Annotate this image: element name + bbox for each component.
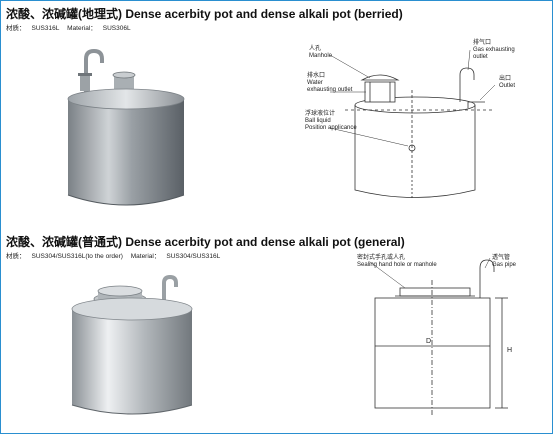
sealing-manhole-en: Sealing hand hole or manhole — [357, 262, 437, 268]
callout-ball-level: 浮球液位计 Ball liquid Position applicance — [305, 111, 357, 132]
gas-en-1: Gas exhausting — [473, 47, 515, 53]
gas-cn: 排气口 — [473, 40, 492, 46]
callout-gas-pipe: 透气管 Gas pipe — [492, 255, 516, 269]
callout-manhole: 人孔 Manhole — [309, 46, 332, 60]
gas-pipe-cn: 透气管 — [492, 255, 511, 261]
material-label: 材质： — [6, 25, 26, 32]
material-en-label: Material： — [130, 253, 161, 260]
water-cn: 排水口 — [307, 73, 326, 79]
callout-outlet: 出口 Outlet — [499, 76, 515, 90]
material-value: SUS304/SUS316L(to the order) — [31, 253, 123, 260]
dimension-d: D — [426, 338, 432, 345]
outlet-cn: 出口 — [499, 76, 512, 82]
water-en-1: Water — [307, 80, 323, 86]
ball-en-2: Position applicance — [305, 125, 357, 131]
manhole-cn: 人孔 — [309, 46, 322, 52]
water-en-2: exhausting outlet — [307, 87, 353, 93]
material-en-value: SUS306L — [102, 25, 131, 32]
material-en-label: Material： — [67, 25, 97, 32]
section-general-title: 浓酸、浓碱罐(普通式) Dense acerbity pot and dense… — [6, 235, 405, 249]
general-tank-photo — [71, 274, 193, 415]
material-en-value: SUS304/SUS316L — [166, 253, 221, 260]
dimension-h: H — [507, 347, 513, 354]
ball-cn: 浮球液位计 — [305, 111, 336, 117]
berried-tank-photo — [67, 48, 185, 206]
section-berried-material: 材质： SUS316L Material： SUS306L — [6, 22, 137, 32]
berried-tank-diagram — [329, 49, 496, 198]
sealing-manhole-cn: 密封式手孔或人孔 — [357, 255, 406, 261]
outlet-en: Outlet — [499, 83, 516, 89]
material-value: SUS316L — [31, 25, 60, 32]
callout-water-outlet: 排水口 Water exhausting outlet — [307, 73, 352, 94]
gas-en-2: outlet — [473, 54, 488, 60]
ball-en-1: Ball liquid — [305, 118, 331, 124]
general-tank-diagram — [369, 257, 508, 415]
section-general-material: 材质： SUS304/SUS316L(to the order) Material… — [6, 250, 226, 260]
manhole-en: Manhole — [309, 53, 333, 59]
callout-gas-exhaust: 排气口 Gas exhausting outlet — [473, 40, 515, 61]
callout-sealing-manhole: 密封式手孔或人孔 Sealing hand hole or manhole — [357, 255, 437, 269]
section-berried-title: 浓酸、浓碱罐(地理式) Dense acerbity pot and dense… — [6, 7, 403, 21]
material-label: 材质： — [6, 253, 26, 260]
gas-pipe-en: Gas pipe — [492, 262, 517, 268]
